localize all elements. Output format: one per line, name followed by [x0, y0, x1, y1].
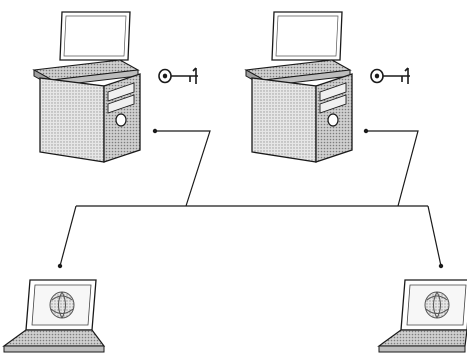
globe-icon [425, 292, 449, 318]
link-server-right [366, 131, 418, 206]
connector-dot [439, 264, 443, 268]
link-laptop-left [60, 206, 76, 266]
laptop-left [4, 280, 104, 352]
key-icon [371, 68, 410, 84]
globe-icon [50, 292, 74, 318]
link-laptop-right [428, 206, 441, 266]
key-icon [159, 68, 198, 84]
laptop-icon [4, 280, 104, 352]
connector-dot [364, 129, 368, 133]
laptop-right [379, 280, 467, 352]
server-right [246, 12, 410, 162]
server-left [34, 12, 198, 162]
computer-tower-icon [34, 12, 140, 162]
connector-dot [58, 264, 62, 268]
computer-tower-icon [246, 12, 352, 162]
link-server-left [155, 131, 210, 206]
connector-dot [153, 129, 157, 133]
laptop-icon [379, 280, 467, 352]
